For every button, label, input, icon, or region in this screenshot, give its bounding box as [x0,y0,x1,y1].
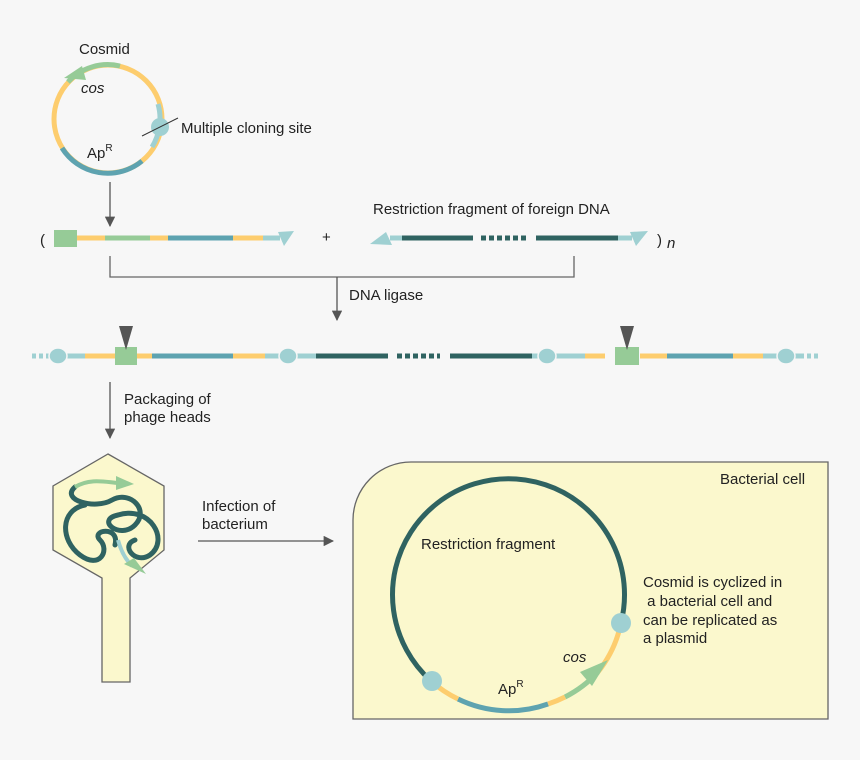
cosmid-plasmid [51,62,165,176]
packaged-dna [63,484,161,563]
mcs-label: Multiple cloning site [181,120,312,137]
packaging-line2: phage heads [124,409,211,426]
phage-cos-arrow-bottom-icon [124,558,146,574]
phage-head-and-tail [52,453,165,683]
foreign-fragment-label: Restriction fragment of foreign DNA [373,201,610,218]
cos-arrowhead-icon [64,66,86,80]
infection-line2: bacterium [202,516,268,533]
dna-ligase-label: DNA ligase [349,287,423,304]
sticky-end-left-icon [370,232,392,245]
ligation-bracket [109,256,575,278]
junction-node-left [422,671,442,691]
packaging-line1: Packaging of [124,391,212,408]
junction-node-right [611,613,631,633]
cos-site-right [615,347,639,365]
bacterial-cell-outline [352,461,829,720]
cyclized-line4: a plasmid [643,630,707,647]
n-label: n [667,235,675,252]
cut-site-left-icon [119,326,133,350]
phage-cos-arrow-top-icon [116,476,134,490]
open-paren: ( [40,232,45,249]
mcs-pointer-line [141,117,179,137]
cyclized-line2: a bacterial cell and [643,593,772,610]
ligation-joints [48,347,796,365]
cosmid-label: Cosmid [79,41,130,58]
sticky-end-foreign-right-icon [630,231,648,246]
cos-label-cell: cos [563,649,587,666]
cos-site-left [115,347,137,365]
cos-label-top: cos [81,80,105,97]
close-paren: ) [657,232,662,249]
cut-site-right-icon [620,326,634,350]
cell-cos-arrowhead-icon [580,660,608,686]
cyclized-line3: can be replicated as [643,612,777,629]
restriction-fragment-label: Restriction fragment [421,536,556,553]
plus-sign: + [322,229,331,246]
bacterial-cell-label: Bacterial cell [720,471,805,488]
apr-label-top: ApR [87,143,113,162]
apr-label-cell: ApR [498,679,524,698]
sticky-end-right-icon [278,231,294,246]
cyclized-line1: Cosmid is cyclized in [643,574,782,591]
cos-site-block [54,230,77,247]
infection-line1: Infection of [202,498,276,515]
packaged-cos-end [73,479,119,489]
